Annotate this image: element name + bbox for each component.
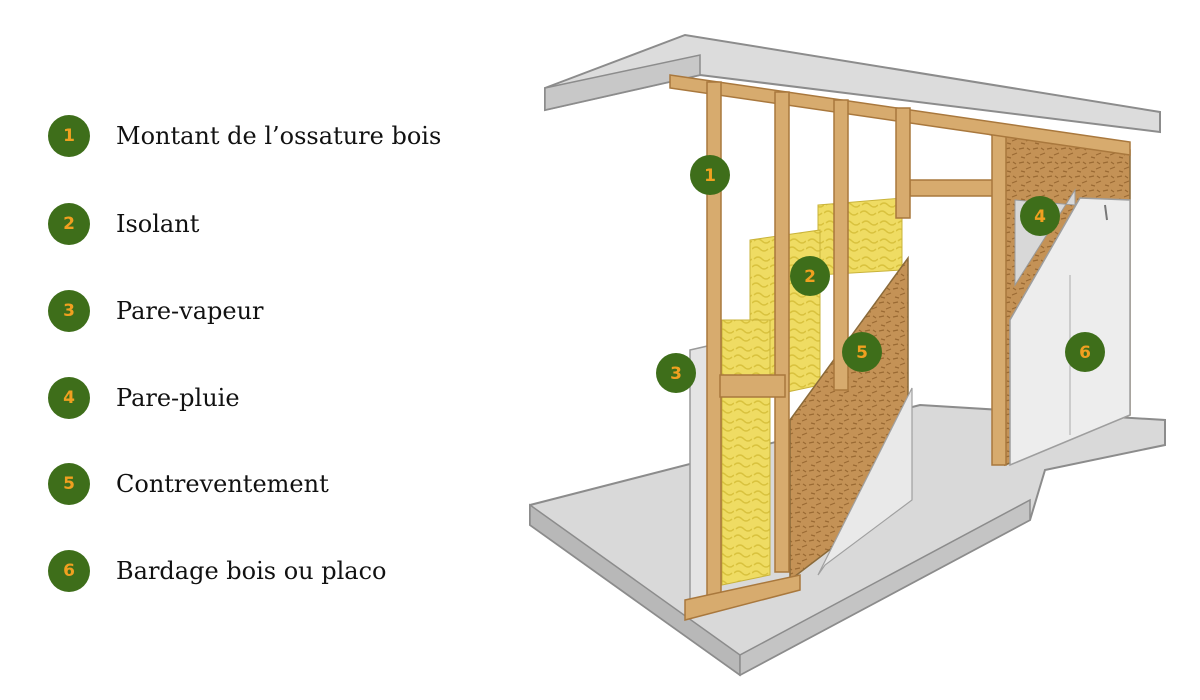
- legend-item-isolant: 2 Isolant: [48, 202, 199, 246]
- svg-text:2: 2: [804, 267, 816, 287]
- legend-item-bardage: 6 Bardage bois ou placo: [48, 549, 387, 593]
- legend-badge-4: 4: [48, 377, 90, 419]
- callout-2: 2: [790, 256, 830, 296]
- ceiling-slab: [544, 33, 1161, 134]
- legend-label-5: Contreventement: [116, 470, 329, 498]
- placo-panel: [817, 387, 913, 576]
- callout-4: 4: [1020, 196, 1060, 236]
- legend-item-pare-pluie: 4 Pare-pluie: [48, 376, 240, 420]
- legend-label-6: Bardage bois ou placo: [116, 557, 387, 585]
- legend-item-contreventement: 5 Contreventement: [48, 462, 329, 506]
- svg-text:4: 4: [1034, 207, 1046, 227]
- door-frame: [909, 124, 1007, 466]
- legend-badge-6: 6: [48, 550, 90, 592]
- svg-text:3: 3: [670, 364, 682, 384]
- legend-label-3: Pare-vapeur: [116, 297, 264, 325]
- callout-1: 1: [690, 155, 730, 195]
- legend-badge-3: 3: [48, 290, 90, 332]
- legend-label-2: Isolant: [116, 210, 200, 238]
- wood-studs: [684, 81, 911, 621]
- legend-item-montant: 1 Montant de l’ossature bois: [48, 114, 441, 158]
- legend-badge-1: 1: [48, 115, 90, 157]
- callout-5: 5: [842, 332, 882, 372]
- legend-label-1: Montant de l’ossature bois: [116, 122, 442, 150]
- legend-item-pare-vapeur: 3 Pare-vapeur: [48, 289, 264, 333]
- legend-badge-5: 5: [48, 463, 90, 505]
- svg-text:6: 6: [1079, 343, 1091, 363]
- legend-badge-2: 2: [48, 203, 90, 245]
- callout-3: 3: [656, 353, 696, 393]
- wall-cutaway-illustration: 1 2 3 4 5 6: [529, 33, 1166, 677]
- svg-text:5: 5: [856, 343, 868, 363]
- svg-text:1: 1: [704, 166, 716, 186]
- legend-label-4: Pare-pluie: [116, 384, 240, 412]
- callout-6: 6: [1065, 332, 1105, 372]
